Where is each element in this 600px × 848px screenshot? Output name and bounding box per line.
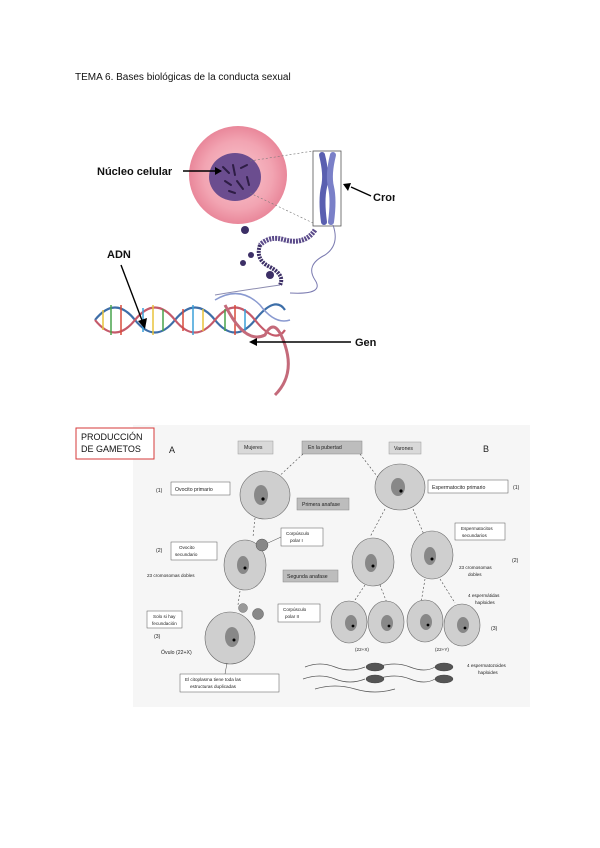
- gamete-production-diagram: PRODUCCIÓN DE GAMETOS A B Mujeres En la …: [75, 425, 530, 707]
- cytoplasm-l2: estructuras duplicadas: [190, 684, 237, 689]
- chrom-double-right-l1: 23 cromosomas: [459, 565, 492, 570]
- spermatids: [330, 599, 481, 647]
- letter-a: A: [169, 445, 175, 455]
- spermatocyte-primary-label: Espermatocito primario: [432, 485, 485, 491]
- spermatozoa: [302, 663, 436, 693]
- title-line2: DE GAMETOS: [81, 444, 141, 454]
- oocyte-primary-label: Ovocito primario: [175, 487, 213, 493]
- step1-left: (1): [156, 488, 163, 494]
- label-dna: ADN: [107, 249, 131, 261]
- chrom-double-left: 23 cromosomas dobles: [147, 573, 195, 578]
- polar-body-2: [252, 608, 264, 620]
- polar-body2-l1: Corpúsculo: [283, 607, 307, 612]
- sperm-l2: haploides: [478, 670, 498, 675]
- puberty-label: En la pubertad: [308, 445, 342, 451]
- secondary-oocyte-l1: Ovocito: [179, 545, 195, 550]
- second-anaphase-label: Segunda anafase: [287, 574, 328, 580]
- step1-right: (1): [513, 485, 520, 491]
- step2-right: (2): [512, 558, 519, 564]
- chromosome-box: [312, 150, 342, 227]
- polar-body2-l2: polar II: [285, 614, 299, 619]
- label-gene: Gen: [355, 337, 377, 349]
- polar-body1-l2: polar I: [290, 538, 303, 543]
- title-box: [75, 427, 155, 460]
- step2-left: (2): [156, 548, 163, 554]
- women-label: Mujeres: [244, 445, 263, 451]
- secondary-oocyte-l2: secundario: [175, 552, 198, 557]
- x22-label: (22+X): [355, 647, 369, 652]
- chrom-double-right-l2: dobles: [468, 572, 482, 577]
- sperm-l1: 4 espermatozoides: [467, 663, 507, 668]
- letter-b: B: [483, 444, 489, 454]
- step3-right: (3): [491, 626, 498, 632]
- cytoplasm-l1: El citoplasma tiene toda las: [185, 677, 242, 682]
- men-label: Varones: [394, 446, 413, 452]
- only-fert-l2: fecundación: [152, 621, 177, 626]
- title-line1: PRODUCCIÓN: [81, 432, 143, 442]
- spermatocytes-secondary-l2: secundarios: [462, 533, 487, 538]
- dna-illustration: Núcleo celular Cromosoma ADN Gen: [94, 126, 395, 397]
- label-nucleus: Núcleo celular: [97, 166, 173, 178]
- page-title: TEMA 6. Bases biológicas de la conducta …: [75, 72, 291, 83]
- spermatids-l2: haploides: [475, 600, 495, 605]
- step3-left: (3): [154, 634, 161, 640]
- polar-body-1: [255, 538, 269, 552]
- spermatids-l1: 4 espermátidas: [468, 593, 500, 598]
- y22-label: (22+Y): [435, 647, 449, 652]
- label-chromosome: Cromosoma: [373, 192, 395, 204]
- polar-body1-l1: Corpúsculo: [286, 531, 310, 536]
- first-anaphase-label: Primera anafase: [302, 502, 340, 508]
- spermatocytes-secondary-l1: Espermatocitos: [461, 526, 493, 531]
- ovule-label: Óvulo (22+X): [161, 649, 192, 656]
- only-fert-l1: Solo si hay: [153, 614, 176, 619]
